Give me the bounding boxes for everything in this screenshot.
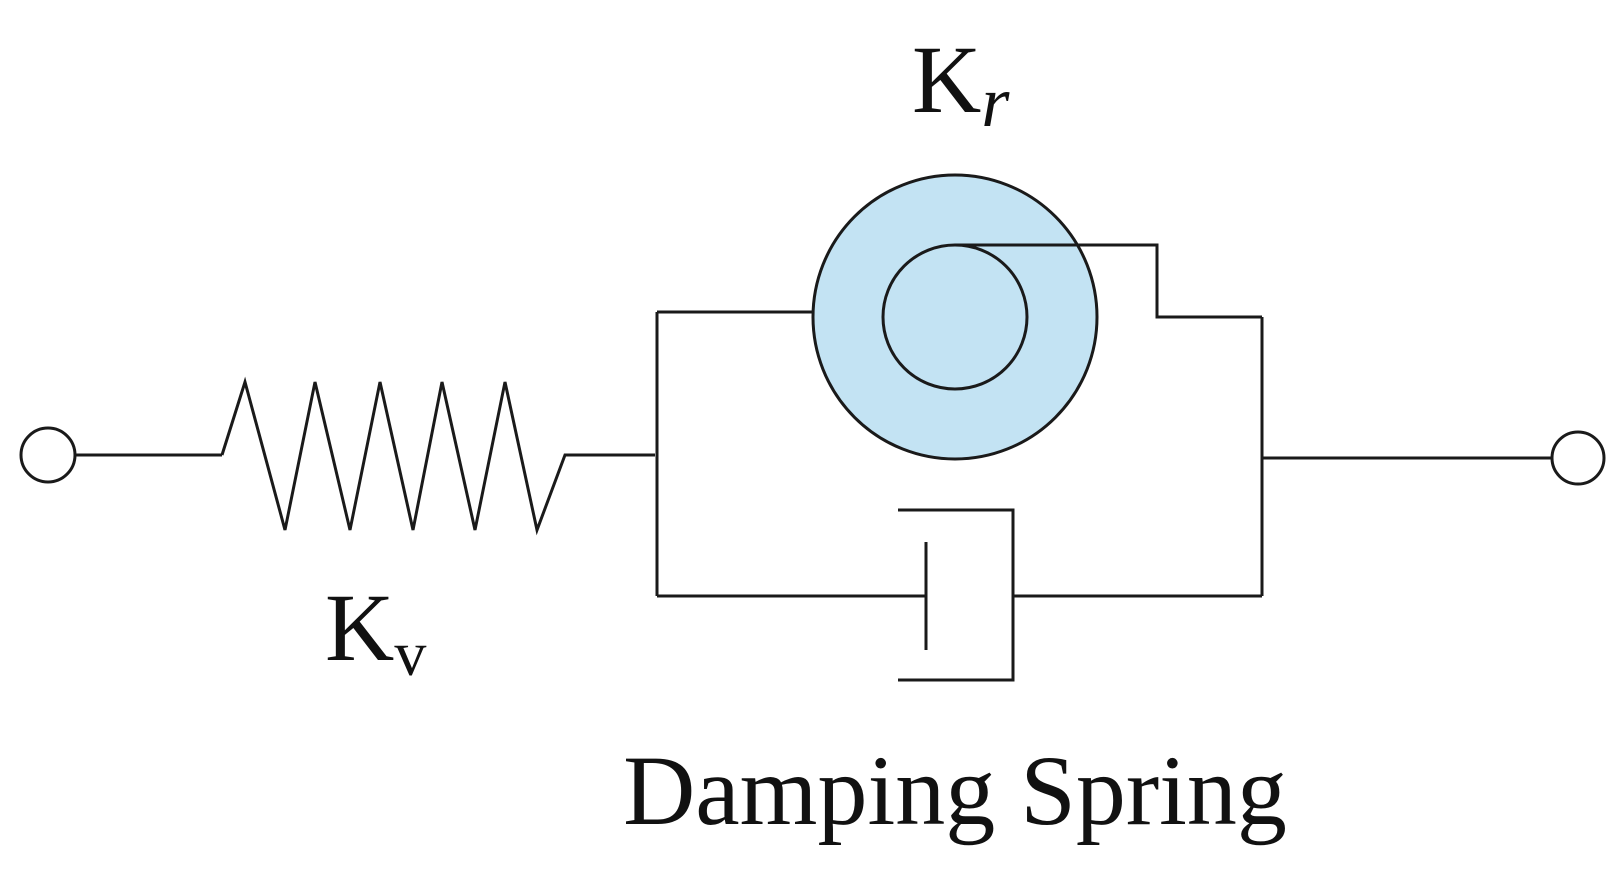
- rotational-spring-outer-disc: [811, 173, 1099, 461]
- rotational-spring-label: Kr: [912, 26, 1010, 142]
- right-terminal: [1550, 430, 1606, 486]
- diagram-caption: Damping Spring: [623, 735, 1287, 846]
- left-terminal: [19, 426, 77, 484]
- vertical-spring-label: Kv: [325, 574, 426, 689]
- vertical-spring-zigzag: [220, 376, 655, 536]
- top-branch-right-wire: [955, 243, 1262, 319]
